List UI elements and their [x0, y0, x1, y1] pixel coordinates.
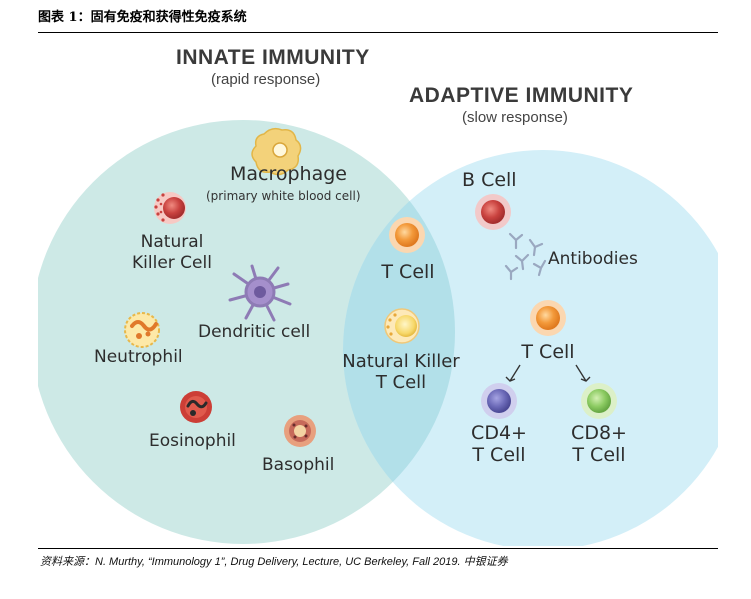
- natural-killer-label-line1: Natural: [140, 232, 204, 252]
- cd8-label-line1: CD8+: [571, 422, 627, 444]
- macrophage-icon: [251, 127, 302, 176]
- venn-diagram: INNATE IMMUNITY (rapid response) Macroph…: [38, 34, 718, 546]
- eosinophil-icon: [180, 391, 212, 423]
- innate-circle: [38, 120, 455, 544]
- cd8-t-cell-icon: [581, 383, 617, 419]
- dendritic-cell-label: Dendritic cell: [198, 322, 311, 342]
- natural-killer-t-cell-label-line1: Natural Killer: [342, 351, 460, 372]
- adaptive-title: ADAPTIVE IMMUNITY: [409, 84, 634, 107]
- macrophage-label: Macrophage: [230, 163, 347, 185]
- innate-subtitle: (rapid response): [211, 71, 321, 88]
- venn-graphic: [38, 120, 718, 546]
- neutrophil-icon: [124, 312, 160, 348]
- eosinophil-label: Eosinophil: [149, 431, 236, 451]
- cd4-label-line2: T Cell: [472, 444, 526, 466]
- natural-killer-cell-icon: [154, 192, 186, 224]
- source-note: 资料来源：N. Murthy, “Immunology 1”, Drug Del…: [40, 556, 508, 568]
- arrows: [505, 364, 591, 382]
- b-cell-label: B Cell: [462, 169, 517, 191]
- adaptive-t-cell-label: T Cell: [521, 341, 575, 363]
- basophil-icon: [284, 415, 316, 447]
- adaptive-t-cell-icon: [530, 300, 566, 336]
- b-cell-icon: [475, 194, 511, 230]
- cd4-label-line1: CD4+: [471, 422, 527, 444]
- cd4-t-cell-icon: [481, 383, 517, 419]
- overlap-t-cell-label: T Cell: [381, 261, 435, 283]
- innate-title: INNATE IMMUNITY: [176, 46, 370, 69]
- antibodies-icon: [504, 232, 547, 281]
- natural-killer-label-line2: Killer Cell: [132, 253, 212, 273]
- overlap-t-cell-icon: [389, 217, 425, 253]
- bottom-rule: [38, 548, 718, 549]
- natural-killer-t-cell-label-line2: T Cell: [375, 372, 427, 393]
- natural-killer-t-cell-icon: [384, 308, 420, 344]
- figure-title: 图表 1：固有免疫和获得性免疫系统: [38, 10, 247, 25]
- macrophage-note: (primary white blood cell): [206, 189, 361, 203]
- dendritic-cell-icon: [228, 264, 292, 322]
- top-rule: [38, 32, 718, 33]
- basophil-label: Basophil: [262, 455, 335, 475]
- neutrophil-label: Neutrophil: [94, 347, 183, 367]
- antibodies-label: Antibodies: [548, 249, 638, 269]
- cd8-label-line2: T Cell: [572, 444, 626, 466]
- adaptive-subtitle: (slow response): [462, 109, 568, 126]
